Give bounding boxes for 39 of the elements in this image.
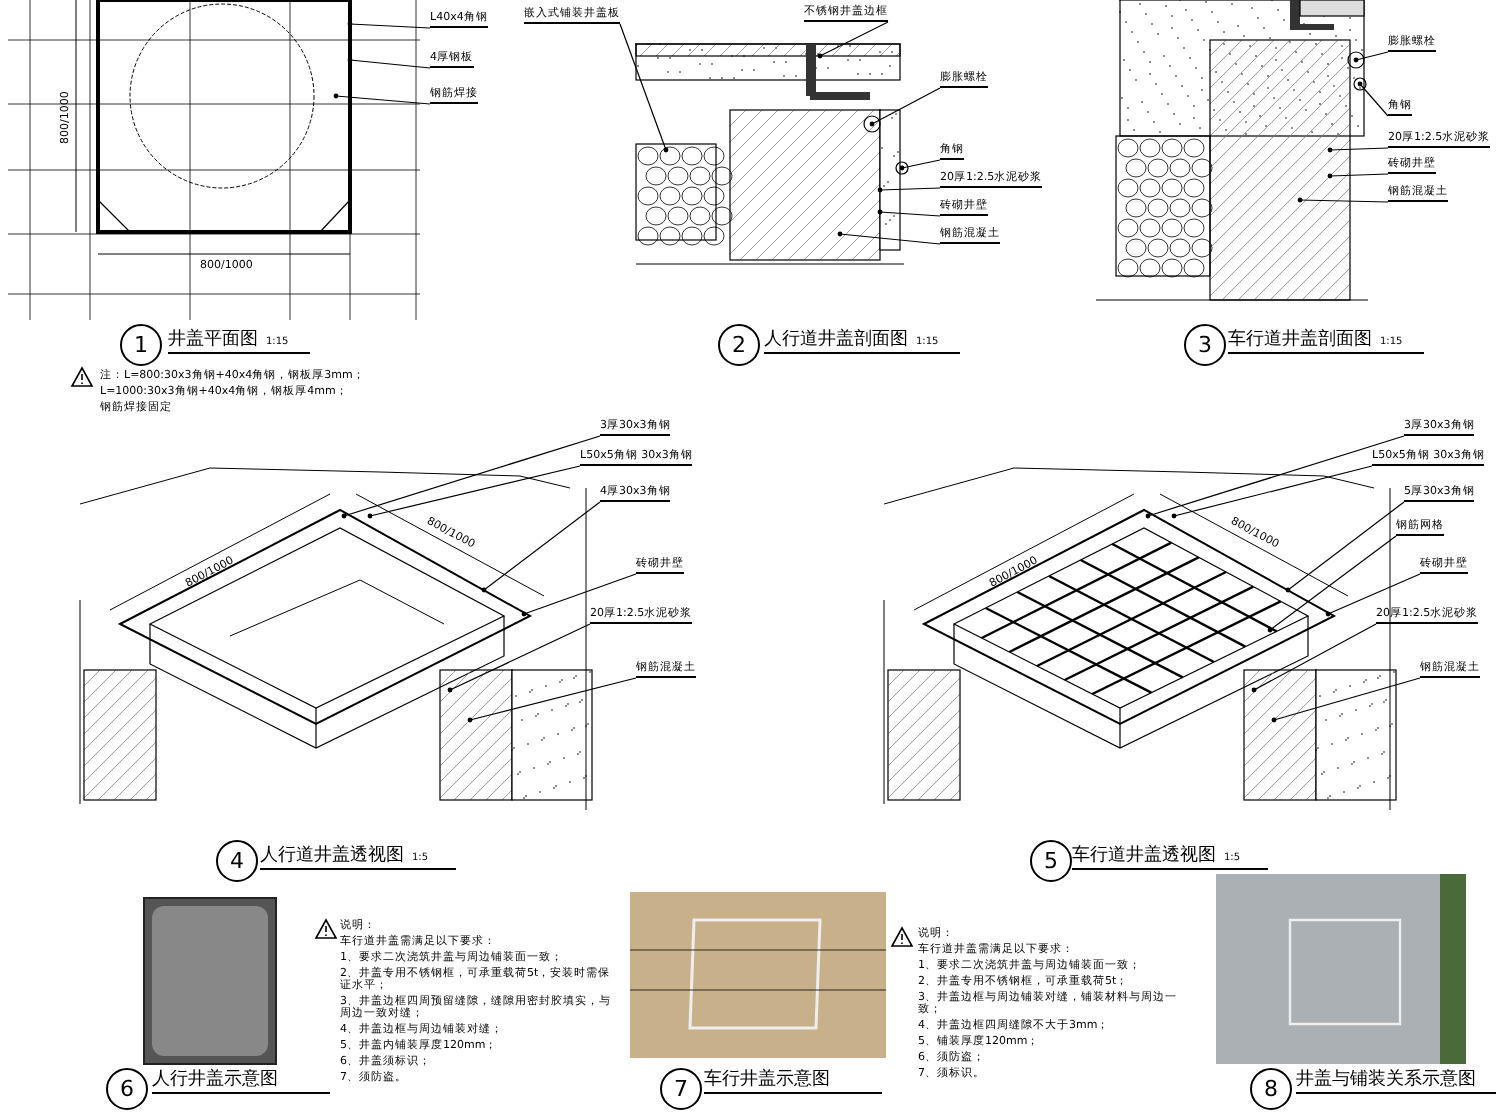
leader-line bbox=[1325, 573, 1421, 617]
leader-line bbox=[333, 93, 431, 105]
leader-line bbox=[367, 465, 581, 519]
leader-line bbox=[481, 501, 601, 593]
leader-line bbox=[341, 435, 601, 519]
detail-number: 4 bbox=[216, 840, 258, 882]
leader-line bbox=[1285, 501, 1405, 593]
view-title: 井盖与铺装关系示意图 bbox=[1296, 1070, 1496, 1094]
view-title: 人行井盖示意图 bbox=[152, 1070, 330, 1094]
leader-line bbox=[1251, 623, 1377, 693]
detail-number: 8 bbox=[1250, 1068, 1292, 1110]
leader-line bbox=[817, 21, 889, 59]
leader-line bbox=[869, 87, 941, 127]
leader-line bbox=[1353, 51, 1389, 63]
leader-line bbox=[877, 209, 941, 217]
leader-line bbox=[877, 187, 941, 193]
detail-number: 1 bbox=[120, 324, 162, 366]
leader-line bbox=[347, 21, 431, 29]
leader-line bbox=[1327, 173, 1389, 179]
leader-line bbox=[1357, 81, 1389, 117]
leader-line bbox=[1327, 147, 1389, 153]
detail-number: 6 bbox=[106, 1068, 148, 1110]
detail-number: 2 bbox=[718, 324, 760, 366]
leader-line bbox=[1297, 197, 1389, 203]
leader-line bbox=[1267, 535, 1397, 633]
detail-number: 7 bbox=[660, 1068, 702, 1110]
leader-line bbox=[899, 159, 941, 171]
leader-line bbox=[521, 573, 637, 617]
leader-line bbox=[1271, 677, 1421, 723]
leader-line bbox=[347, 57, 431, 69]
detail-number: 3 bbox=[1184, 324, 1226, 366]
view-title: 车行井盖示意图 bbox=[704, 1070, 882, 1094]
leader-line bbox=[1145, 435, 1405, 519]
detail-number: 5 bbox=[1030, 840, 1072, 882]
leader-line bbox=[837, 231, 941, 245]
leader-line bbox=[619, 23, 669, 153]
leader-line bbox=[467, 677, 637, 723]
leader-line bbox=[447, 623, 591, 693]
leader-line bbox=[1171, 465, 1373, 519]
